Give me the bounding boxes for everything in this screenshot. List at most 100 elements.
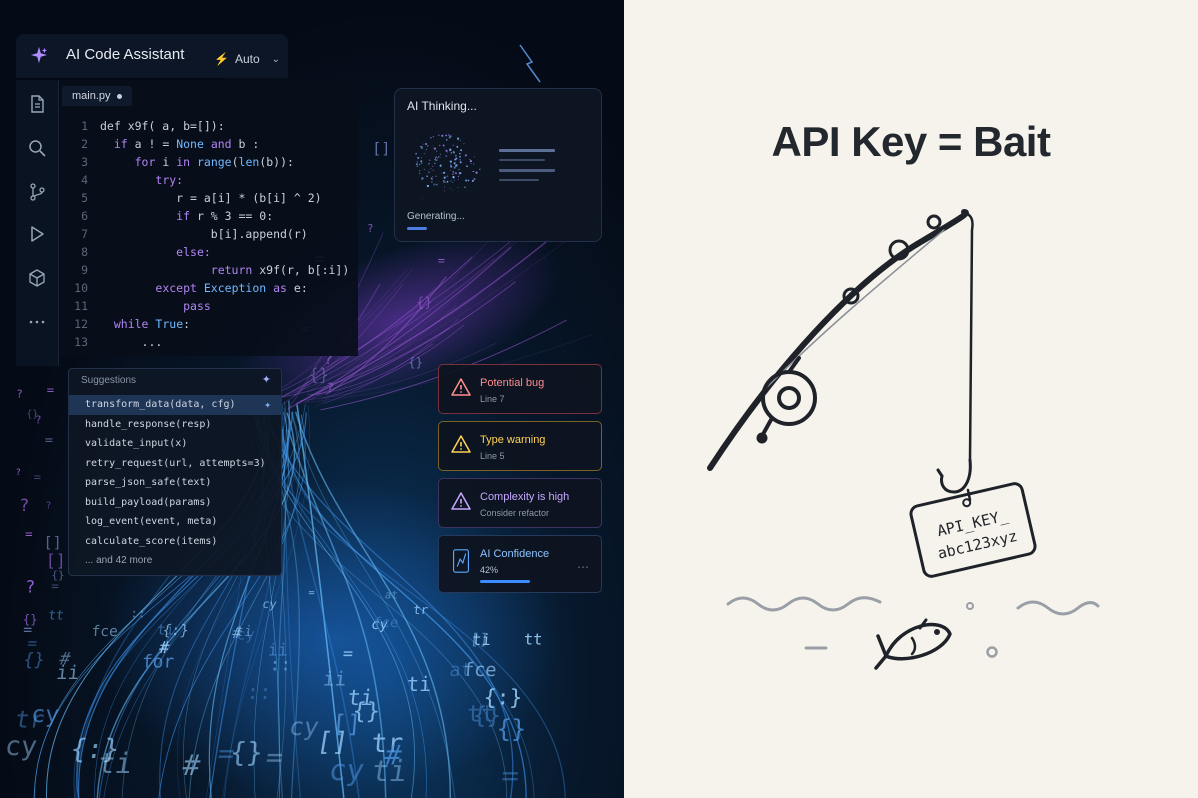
rod-guide-icon (842, 287, 860, 305)
code-line[interactable]: 9 return x9f(r, b[:i]) (62, 261, 349, 279)
code-token: if (113, 137, 128, 151)
svg-text:cy: cy (236, 626, 256, 644)
svg-text:[]: [] (46, 550, 66, 570)
code-line[interactable]: 10 except Exception as e: (62, 279, 349, 297)
svg-text:{}: {} (496, 714, 527, 743)
svg-text:ii: ii (267, 641, 288, 660)
svg-text:{}: {} (351, 698, 381, 724)
svg-text:ti: ti (96, 747, 135, 780)
code-line[interactable]: 13 ... (62, 333, 349, 351)
potential-bug-card[interactable]: Potential bug Line 7 (438, 364, 602, 414)
extensions-cube-icon[interactable] (27, 268, 47, 288)
file-icon[interactable] (27, 94, 47, 114)
reel-icon (761, 370, 817, 426)
code-editor[interactable] (60, 80, 358, 356)
svg-text:tt: tt (467, 701, 496, 728)
run-icon[interactable] (27, 224, 47, 244)
line-number: 8 (81, 245, 88, 259)
svg-text:ii: ii (55, 662, 80, 684)
suggestion-item[interactable]: parse_json_safe(text) (85, 477, 212, 488)
type-warning-card[interactable]: Type warning Line 5 (438, 421, 602, 471)
suggestion-item[interactable]: build_payload(params) (85, 496, 212, 508)
confidence-bar (480, 580, 530, 583)
svg-text:=: = (23, 622, 32, 639)
sparkle-icon (30, 46, 48, 64)
suggestion-item[interactable]: calculate_score(items) (85, 535, 218, 547)
neural-swirl-icon (415, 134, 555, 192)
code-line[interactable]: 6 if r % 3 == 0: (62, 207, 349, 225)
svg-text:=: = (25, 526, 32, 541)
svg-text:tt: tt (523, 631, 543, 649)
code-line[interactable]: 5 r = a[i] * (b[i] ^ 2) (62, 189, 349, 207)
svg-text:[]: [] (331, 710, 362, 738)
svg-text:{}: {} (229, 737, 265, 768)
line-number: 7 (81, 227, 88, 241)
more-icon[interactable]: ⋯ (577, 560, 589, 574)
svg-text:#: # (181, 748, 202, 782)
svg-text:?: ? (367, 223, 373, 235)
suggestion-item[interactable]: log_event(event, meta) (85, 516, 218, 527)
svg-text:#: # (58, 650, 72, 670)
code-line[interactable]: 7 b[i].append(r) (62, 225, 349, 243)
complexity-card[interactable]: Complexity is high Consider refactor (438, 478, 602, 528)
search-icon[interactable] (27, 138, 47, 158)
svg-text:?: ? (326, 381, 334, 396)
svg-text:=: = (500, 758, 520, 792)
svg-text:ti: ti (407, 672, 432, 696)
svg-text:ti: ti (471, 631, 491, 649)
svg-text:::: :: (130, 607, 146, 622)
code-line[interactable]: 4 try: (62, 171, 349, 189)
code-token: try: (155, 173, 184, 187)
line-number: 11 (74, 299, 88, 313)
suggestion-item[interactable]: retry_request(url, attempts=3) (85, 457, 266, 469)
mode-selector[interactable]: ⚡ Auto ⌄ (208, 48, 286, 70)
more-suggestions-link[interactable]: ... and 42 more (85, 555, 153, 566)
suggestions-panel: Suggestions ✦ transform_data(data, cfg) … (68, 368, 282, 576)
suggestion-item[interactable]: handle_response(resp) (85, 418, 212, 430)
code-token (204, 137, 211, 151)
confidence-value: 42% (480, 565, 499, 575)
svg-text:cy: cy (287, 712, 321, 741)
app-title: AI Code Assistant (66, 46, 185, 63)
code-line[interactable]: 12 while True: (62, 315, 349, 333)
svg-text:=: = (26, 634, 38, 653)
svg-text:?: ? (19, 495, 29, 515)
svg-text:tr: tr (13, 706, 46, 734)
card-title: AI Confidence (480, 548, 550, 560)
line-number: 1 (81, 119, 88, 133)
line-number: 9 (81, 263, 88, 277)
tab-main-py[interactable]: main.py (62, 86, 132, 106)
fishing-line-icon (961, 210, 974, 462)
app-header (16, 34, 288, 78)
line-number: 4 (81, 173, 88, 187)
suggestion-item[interactable]: transform_data(data, cfg) (69, 395, 281, 415)
svg-text:[]: [] (469, 630, 489, 648)
code-token (100, 155, 135, 169)
code-line[interactable]: 11 pass (62, 297, 349, 315)
suggestion-item[interactable]: validate_input(x) (85, 438, 188, 449)
code-line[interactable]: 8 else: (62, 243, 349, 261)
svg-text:{}: {} (22, 651, 46, 671)
generating-progress (407, 227, 427, 230)
svg-text:ti: ti (234, 623, 253, 640)
svg-text:ti: ti (346, 686, 375, 711)
fishing-line-icon (763, 229, 945, 391)
unsaved-dot-icon (116, 93, 122, 99)
warning-triangle-icon (451, 435, 471, 453)
source-control-icon[interactable] (27, 182, 47, 202)
svg-text:=: = (308, 587, 315, 599)
card-subtitle: Consider refactor (480, 508, 550, 518)
svg-text:[]: [] (44, 533, 62, 551)
code-token (100, 281, 155, 295)
sparkle-icon: ✦ (261, 373, 271, 386)
more-icon[interactable] (27, 312, 47, 332)
code-line[interactable]: 3 for i in range(len(b)): (62, 153, 349, 171)
code-line[interactable]: 2 if a ! = None and b : (62, 135, 349, 153)
code-token: r % 3 == 0: (190, 209, 274, 223)
ai-confidence-card[interactable]: AI Confidence 42% ⋯ (438, 535, 602, 593)
code-token: e: (286, 281, 308, 295)
svg-text:fce: fce (462, 660, 497, 681)
svg-text:at: at (384, 589, 399, 602)
